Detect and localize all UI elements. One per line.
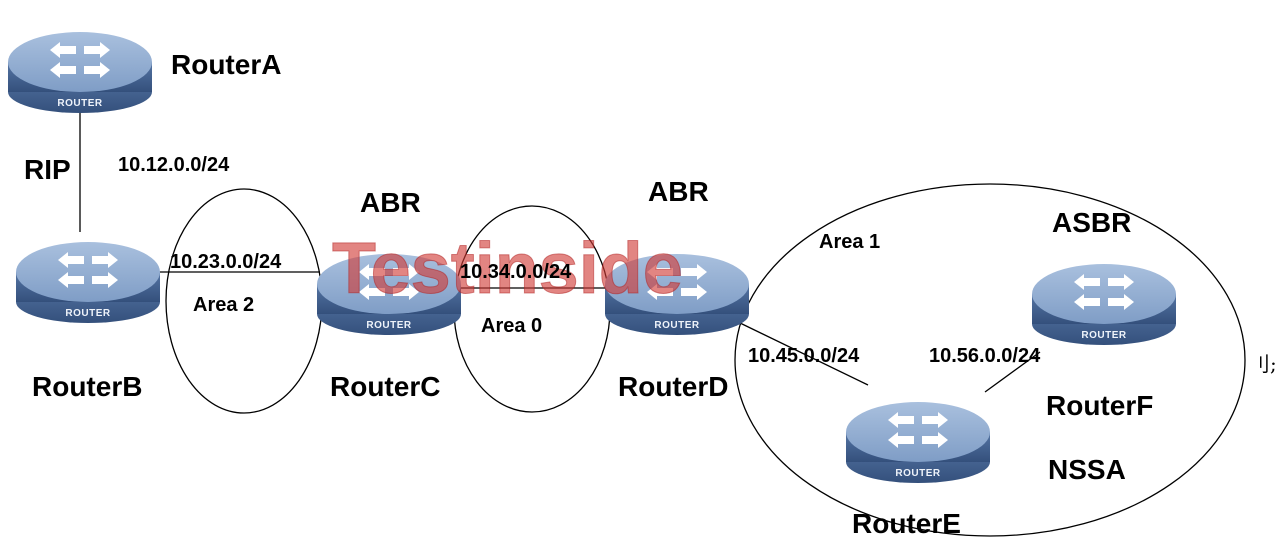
router-f-role: ASBR: [1052, 207, 1131, 238]
router-a[interactable]: ROUTER: [8, 32, 152, 113]
router-b-name: RouterB: [32, 371, 142, 402]
router-e[interactable]: ROUTER: [846, 402, 990, 483]
watermark: Testinside: [332, 229, 683, 309]
router-c-badge: ROUTER: [366, 320, 412, 331]
subnet-b-c: 10.23.0.0/24: [170, 251, 282, 273]
router-c-role: ABR: [360, 187, 421, 218]
area1-label: Area 1: [819, 231, 880, 253]
router-d-name: RouterD: [618, 371, 728, 402]
subnet-c-d: 10.34.0.0/24: [460, 261, 572, 283]
router-a-badge: ROUTER: [57, 98, 103, 109]
link-d-e: [737, 321, 869, 386]
subnet-e-f: 10.56.0.0/24: [929, 345, 1041, 367]
router-e-badge: ROUTER: [895, 468, 941, 479]
links: [79, 108, 1041, 393]
router-c[interactable]: ROUTER: [317, 254, 461, 335]
area2-label: Area 2: [193, 294, 254, 316]
router-d[interactable]: ROUTER: [605, 254, 749, 335]
router-f-badge: ROUTER: [1081, 330, 1127, 341]
area0-label: Area 0: [481, 315, 542, 337]
router-f-name: RouterF: [1046, 390, 1153, 421]
router-c-name: RouterC: [330, 371, 440, 402]
router-f[interactable]: ROUTER: [1032, 264, 1176, 345]
subnet-d-e: 10.45.0.0/24: [748, 345, 860, 367]
nssa-label: NSSA: [1048, 454, 1126, 485]
link-e-f: [984, 351, 1041, 393]
router-b-badge: ROUTER: [65, 308, 111, 319]
protocol-label: RIP: [24, 154, 71, 185]
router-d-badge: ROUTER: [654, 320, 700, 331]
trailing-text: 刂;: [1250, 352, 1277, 376]
area1-nssa-boundary: [734, 183, 1246, 537]
subnet-a-b: 10.12.0.0/24: [118, 154, 230, 176]
router-d-role: ABR: [648, 176, 709, 207]
router-a-name: RouterA: [171, 49, 281, 80]
router-e-name: RouterE: [852, 508, 961, 539]
router-b[interactable]: ROUTER: [16, 242, 160, 323]
